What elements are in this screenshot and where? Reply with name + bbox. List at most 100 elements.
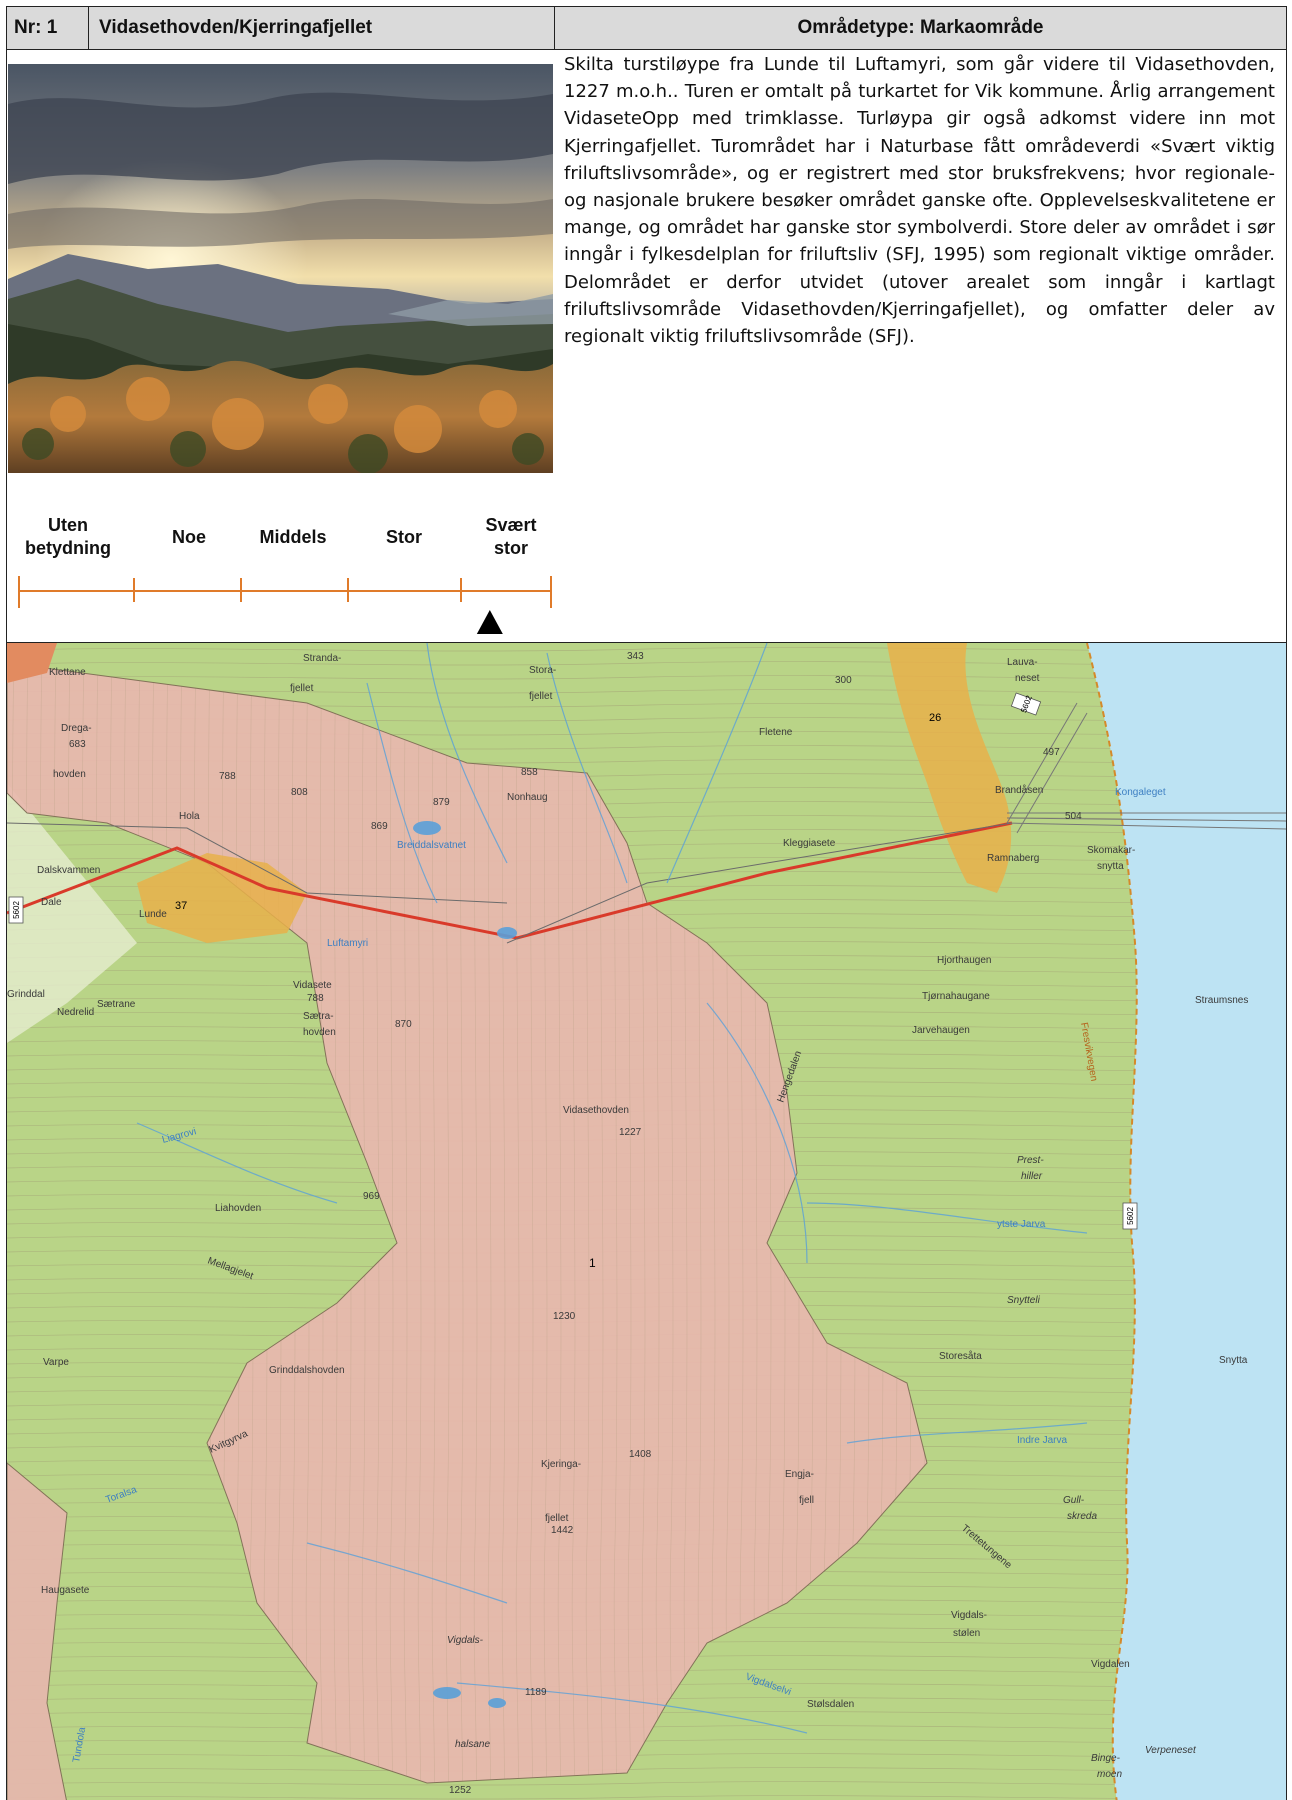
map-label-prest: Prest- xyxy=(1017,1155,1044,1166)
map-valley-farmland xyxy=(7,783,137,1043)
header-row: Nr: 1 Vidasethovden/Kjerringafjellet Omr… xyxy=(7,7,1286,50)
map-label-ytste-jarva: ytste Jarva xyxy=(997,1219,1046,1230)
map-label-luftamyri: Luftamyri xyxy=(327,938,368,949)
map-label-hola: Hola xyxy=(179,811,200,822)
map-label-fjellet-1: fjellet xyxy=(290,683,314,694)
area-name: Vidasethovden/Kjerringafjellet xyxy=(89,7,555,49)
map-label-binge: Binge- xyxy=(1091,1753,1121,1764)
map-west-polygon xyxy=(7,1462,68,1800)
map-label-1252: 1252 xyxy=(449,1785,472,1796)
map-label-tjornahaugane: Tjørnahaugane xyxy=(922,991,990,1002)
map-label-road-26: 26 xyxy=(929,712,941,724)
map-label-lunde: Lunde xyxy=(139,909,167,920)
map-label-vigdals: Vigdals- xyxy=(951,1610,987,1621)
map-label-indre-jarva: Indre Jarva xyxy=(1017,1435,1067,1446)
map-label-vigdalen: Vigdalen xyxy=(1091,1659,1130,1670)
map-label-300: 300 xyxy=(835,675,852,686)
svg-text:5602: 5602 xyxy=(1126,1207,1135,1225)
map-label-grinddal: Grinddal xyxy=(7,989,45,1000)
map-label-snytta-2: Snytta xyxy=(1219,1355,1248,1366)
map-label-snytta-1: snytta xyxy=(1097,861,1124,872)
map-label-skomakar: Skomakar- xyxy=(1087,845,1135,856)
map-label-klettane: Klettane xyxy=(49,667,86,678)
area-description: Skilta turstiløype fra Lunde til Luftamy… xyxy=(564,54,1275,348)
road-shield-5602-west: 5602 xyxy=(8,896,24,924)
svg-text:5602: 5602 xyxy=(12,901,21,919)
map-label-saetrane: Sætrane xyxy=(97,999,136,1010)
map-label-fjellet-2: fjellet xyxy=(529,691,553,702)
map-label-stolen: stølen xyxy=(953,1628,980,1639)
map-label-1442: 1442 xyxy=(551,1525,574,1536)
map-label-halsane: halsane xyxy=(455,1739,490,1750)
map-coast-road xyxy=(1086,643,1138,1800)
area-number: Nr: 1 xyxy=(7,7,89,49)
map-label-kjeringa: Kjeringa- xyxy=(541,1459,581,1470)
map-lunde-zone xyxy=(137,853,307,943)
map-label-879: 879 xyxy=(433,797,450,808)
map-label-brandasen: Brandåsen xyxy=(995,784,1043,796)
map-label-1189: 1189 xyxy=(525,1687,547,1698)
map-label-drega: Drega- xyxy=(61,723,92,734)
map-label-varpe: Varpe xyxy=(43,1357,69,1368)
map-label-strandafjellet: Stranda- xyxy=(303,653,341,664)
map-label-kleggiasete: Kleggiasete xyxy=(783,838,836,849)
map-label-fjellet-3: fjellet xyxy=(545,1513,569,1524)
map-label-hiller: hiller xyxy=(1021,1171,1043,1182)
map-label-1227: 1227 xyxy=(619,1127,642,1138)
map-label-hovden: hovden xyxy=(53,769,86,780)
area-sheet: Nr: 1 Vidasethovden/Kjerringafjellet Omr… xyxy=(6,6,1287,1800)
map-label-858: 858 xyxy=(521,767,538,778)
info-section: Skilta turstiløype fra Lunde til Luftamy… xyxy=(7,50,1286,643)
map-label-1408: 1408 xyxy=(629,1449,652,1460)
map-label-breiddalsvatnet: Breiddalsvatnet xyxy=(397,840,466,851)
map-label-hovden-2: hovden xyxy=(303,1027,336,1038)
map-label-drega-height: 683 xyxy=(69,739,86,750)
map-label-dalskvammen: Dalskvammen xyxy=(37,865,100,876)
map-label-storesata: Storesåta xyxy=(939,1350,982,1362)
map-label-grinddalshovden: Grinddalshovden xyxy=(269,1365,345,1376)
map-label-gull: Gull- xyxy=(1063,1495,1085,1506)
landscape-photo-image xyxy=(8,64,553,473)
area-map-svg: Stranda- fjellet Stora- fjellet Klettane… xyxy=(7,643,1286,1800)
scale-label-middels: Middels xyxy=(259,527,327,547)
map-trail-line[interactable] xyxy=(7,821,1013,940)
map-label-hjorthaugen: Hjorthaugen xyxy=(937,955,991,966)
map-label-kongaleget: Kongaleget xyxy=(1115,787,1166,798)
map-sea xyxy=(1087,643,1286,1800)
area-type: Områdetype: Markaområde xyxy=(797,17,1044,38)
map-label-343: 343 xyxy=(627,651,644,662)
map-label-869: 869 xyxy=(371,821,388,832)
map-label-straumsnes: Straumsnes xyxy=(1195,995,1248,1006)
value-marker-triangle xyxy=(476,610,503,634)
map-label-neset: neset xyxy=(1015,673,1040,684)
map-label-vidasete: Vidasete xyxy=(293,980,332,991)
map-label-area-nr: 1 xyxy=(589,1256,596,1270)
map-label-fjell: fjell xyxy=(799,1495,814,1506)
map-label-nedrelid: Nedrelid xyxy=(57,1007,94,1018)
map-label-788b: 788 xyxy=(307,993,324,1004)
map-label-870: 870 xyxy=(395,1019,412,1030)
map-label-1230: 1230 xyxy=(553,1311,576,1322)
map-label-808: 808 xyxy=(291,787,308,798)
map-label-vigdals-2: Vigdals- xyxy=(447,1635,484,1646)
map-label-skreda: skreda xyxy=(1067,1511,1097,1522)
area-map[interactable]: Stranda- fjellet Stora- fjellet Klettane… xyxy=(7,643,1286,1800)
map-label-dale: Dale xyxy=(41,897,62,908)
map-label-969: 969 xyxy=(363,1191,380,1202)
map-label-snytteli: Snytteli xyxy=(1007,1295,1041,1306)
scale-label-stor: Stor xyxy=(386,527,422,547)
value-scale-bar xyxy=(18,576,552,634)
landscape-photo xyxy=(8,64,553,473)
map-label-788a: 788 xyxy=(219,771,236,782)
map-label-stolsdalen: Stølsdalen xyxy=(807,1699,854,1710)
map-label-497: 497 xyxy=(1043,747,1060,758)
map-label-lauva: Lauva- xyxy=(1007,657,1038,668)
map-label-jarvehaugen: Jarvehaugen xyxy=(912,1025,970,1036)
road-shield-5602-east: 5602 xyxy=(1122,1202,1138,1230)
map-klettane-zone xyxy=(7,643,57,683)
map-label-saetra: Sætra- xyxy=(303,1011,334,1022)
